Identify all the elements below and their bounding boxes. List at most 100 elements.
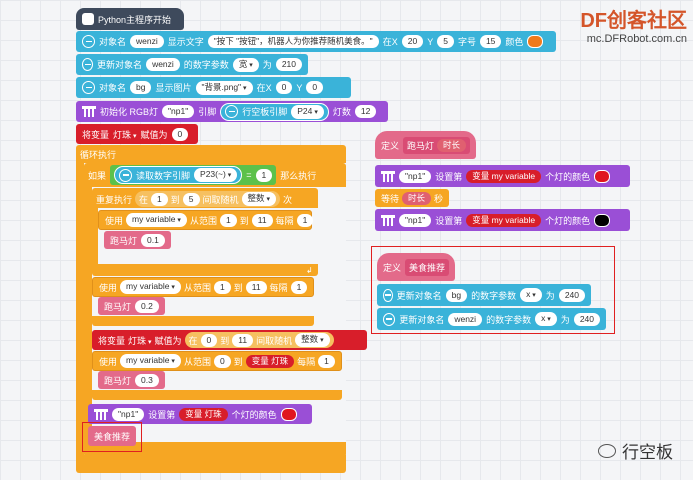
image-dropdown[interactable]: "背景.png" [195,80,253,95]
np-input[interactable]: "np1" [112,407,145,421]
var-dropdown[interactable]: my variable [120,354,181,368]
value-input[interactable]: 210 [275,58,302,71]
call-marquee-2[interactable]: 跑马灯 0.2 [98,297,165,315]
from-input[interactable]: 1 [213,280,231,294]
obj-input[interactable]: wenzi [146,58,180,71]
param-dropdown[interactable]: x [535,312,557,326]
use-block-1[interactable]: 使用 my variable 从范围 1 到 11 每隔 1 [98,210,314,230]
obj-input[interactable]: wenzi [448,312,483,326]
var-dropdown[interactable]: 灯珠 [113,128,136,141]
from-input[interactable]: 1 [219,213,237,227]
obj-input[interactable]: bg [130,81,152,94]
obj-input[interactable]: bg [445,288,468,302]
color-picker[interactable] [527,35,544,48]
step-input[interactable]: 1 [290,280,308,294]
x-input[interactable]: 20 [401,35,424,48]
to-input[interactable]: 11 [232,333,254,347]
param-dropdown[interactable]: x [520,288,542,302]
display-icon [82,81,95,94]
text: 从范围 [189,215,217,226]
if-header[interactable]: 如果 读取数字引脚 P23(~) = 1 那么执行 [84,165,320,185]
def1-wait[interactable]: 等待 时长 秒 [375,189,450,207]
value-input[interactable]: 240 [573,312,600,326]
value-input[interactable]: 1 [255,168,273,182]
text: 等待 [381,193,400,204]
read-pin-reporter[interactable]: 读取数字引脚 P23(~) [114,166,243,184]
block-set-led[interactable]: "np1" 设置第 变量 灯珠 个灯的颜色 [88,404,312,424]
pin-dropdown[interactable]: P24 [291,104,324,119]
def2-update-bg[interactable]: 更新对象名 bg 的数字参数 x 为 240 [377,284,591,306]
to-input[interactable]: 11 [251,213,273,227]
color-picker[interactable] [594,169,611,183]
arg-input[interactable]: 0.1 [141,233,165,247]
kind-dropdown[interactable]: 整数 [295,333,330,347]
text: 秒 [434,193,444,204]
call-marquee-3[interactable]: 跑马灯 0.3 [98,371,165,389]
var-dropdown[interactable]: my variable [126,213,187,227]
call-food[interactable]: 美食推荐 [88,426,137,446]
size-input[interactable]: 15 [479,35,502,48]
define-marquee[interactable]: 定义 跑马灯 时长 [375,131,477,159]
pin-dropdown[interactable]: P23(~) [194,168,238,182]
random-reporter[interactable]: 在 1 到 5 间取随机 整数 [135,191,281,207]
use-block-2[interactable]: 使用 my variable 从范围 1 到 11 每隔 1 [92,277,314,297]
repeat-header[interactable]: 重复执行 在 1 到 5 间取随机 整数 次 [92,190,296,208]
value-input[interactable]: 240 [558,288,585,302]
x-input[interactable]: 0 [275,81,293,94]
var-dropdown[interactable]: 灯珠 [128,334,151,347]
define-food[interactable]: 定义 美食推荐 [377,253,456,281]
from-input[interactable]: 0 [200,333,218,347]
duration-reporter[interactable]: 时长 [402,191,432,205]
text: 行空板引脚 [242,107,288,117]
np-input[interactable]: "np1" [162,105,195,118]
y-input[interactable]: 0 [306,81,324,94]
param-dropdown[interactable]: 宽 [232,57,259,72]
kind-dropdown[interactable]: 整数 [241,192,277,206]
color-picker[interactable] [594,213,611,227]
python-main-hat[interactable]: Python主程序开始 [76,8,184,30]
to-input[interactable]: 5 [182,192,200,206]
var-reporter[interactable]: 变量 my variable [466,169,542,183]
text: 跑马灯 [104,301,132,312]
value-input[interactable]: 0 [171,127,189,141]
led-strip-icon [381,214,395,226]
step-input[interactable]: 1 [318,354,335,368]
param-reporter[interactable]: 时长 [437,138,467,152]
var-reporter[interactable]: 变量 灯珠 [245,354,295,368]
random-reporter[interactable]: 在 0 到 11 间取随机 整数 [184,332,334,348]
def1-set-led-a[interactable]: "np1" 设置第 变量 my variable 个灯的颜色 [375,165,630,187]
def1-set-led-b[interactable]: "np1" 设置第 变量 my variable 个灯的颜色 [375,209,630,231]
block-set-random[interactable]: 将变量 灯珠 赋值为 在 0 到 11 间取随机 整数 [92,330,367,350]
text: 次 [283,194,293,205]
count-input[interactable]: 12 [354,105,377,118]
block-show-image[interactable]: 对象名 bg 显示图片 "背景.png" 在X 0 Y 0 [76,77,351,98]
to-input[interactable]: 11 [245,280,267,294]
block-update-width[interactable]: 更新对象名 wenzi 的数字参数 宽 为 210 [76,54,308,75]
text: 将变量 [82,129,110,140]
y-input[interactable]: 5 [437,35,454,48]
block-set-var[interactable]: 将变量 灯珠 赋值为 0 [76,124,198,144]
call-marquee-1[interactable]: 跑马灯 0.1 [104,231,171,249]
np-input[interactable]: "np1" [399,213,432,227]
from-input[interactable]: 1 [151,192,168,206]
step-input[interactable]: 1 [296,213,314,227]
def2-update-wenzi[interactable]: 更新对象名 wenzi 的数字参数 x 为 240 [377,308,606,330]
block-show-text[interactable]: 对象名 wenzi 显示文字 "按下 "按钮"，机器人为你推荐随机美食。" 在X… [76,31,556,52]
arg-input[interactable]: 0.3 [135,373,159,387]
np-input[interactable]: "np1" [399,169,432,183]
pin-reporter[interactable]: 行空板引脚 P24 [220,102,329,121]
led-strip-icon [381,170,395,182]
block-init-rgb[interactable]: 初始化 RGB灯 "np1" 引脚 行空板引脚 P24 灯数 12 [76,101,388,122]
equals-reporter[interactable]: 读取数字引脚 P23(~) = 1 [110,165,277,185]
var-reporter[interactable]: 变量 my variable [466,213,542,227]
text: 颜色 [505,37,524,47]
from-input[interactable]: 0 [213,354,231,368]
obj-input[interactable]: wenzi [130,35,164,48]
var-reporter[interactable]: 变量 灯珠 [179,407,228,421]
text-input[interactable]: "按下 "按钮"，机器人为你推荐随机美食。" [207,35,379,48]
var-dropdown[interactable]: my variable [120,280,181,294]
arg-input[interactable]: 0.2 [135,299,159,313]
use-block-3[interactable]: 使用 my variable 从范围 0 到 变量 灯珠 每隔 1 [92,351,342,371]
text: 对象名 [99,37,127,47]
color-picker[interactable] [280,407,297,421]
